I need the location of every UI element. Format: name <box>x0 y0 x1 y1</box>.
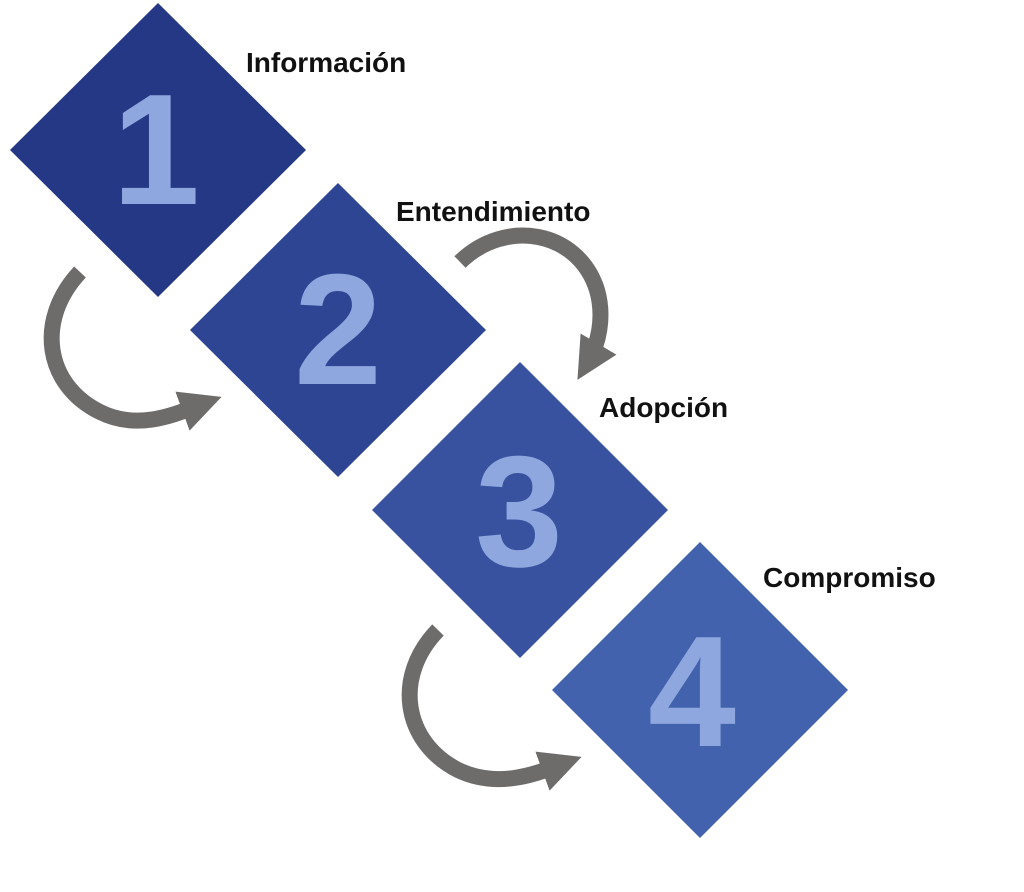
step-1-number: 1 <box>112 62 200 238</box>
step-4-number: 4 <box>648 604 736 780</box>
step-3-number: 3 <box>475 424 563 600</box>
curved-arrow-1-to-2 <box>43 266 222 431</box>
curved-arrow-2-to-3 <box>454 227 617 380</box>
step-4-diamond <box>552 542 848 838</box>
step-1-label: Información <box>246 47 407 78</box>
step-4-label: Compromiso <box>763 562 936 593</box>
step-2-diamond <box>190 183 486 477</box>
curved-arrow-3-to-4 <box>401 624 582 791</box>
step-2-number: 2 <box>294 242 382 418</box>
step-3: 3 <box>372 362 668 658</box>
step-3-diamond <box>372 362 668 658</box>
step-3-label: Adopción <box>599 392 729 423</box>
step-4: 4 <box>552 542 848 838</box>
step-1: 1 <box>10 3 306 297</box>
step-2-label: Entendimiento <box>396 196 591 227</box>
step-2: 2 <box>190 183 486 477</box>
step-1-diamond <box>10 3 306 297</box>
